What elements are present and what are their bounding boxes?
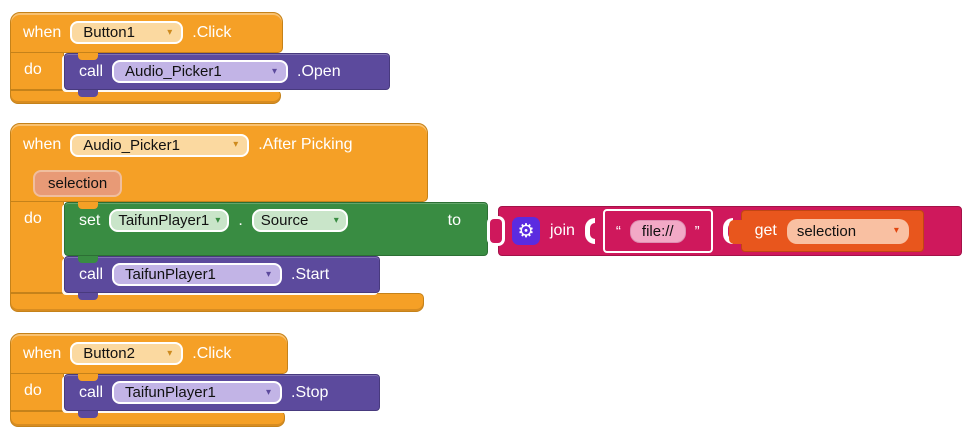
- do-label: do: [24, 61, 42, 78]
- get-label: get: [754, 222, 777, 239]
- call-audiopicker-open-block[interactable]: call Audio_Picker1 ▾ .Open: [64, 53, 390, 90]
- open-quote: “: [615, 222, 621, 240]
- text-string-block[interactable]: “ file:// ”: [602, 209, 713, 253]
- connector-tab: [78, 411, 98, 418]
- dropdown-arrow-icon: ▾: [271, 65, 278, 77]
- connector-tab: [78, 90, 98, 97]
- call-label: call: [79, 265, 104, 283]
- event-block-header[interactable]: when Button2 ▾ .Click: [10, 333, 288, 374]
- variable-dropdown-selection[interactable]: selection ▾: [786, 218, 909, 244]
- event-name: .Click: [192, 23, 232, 41]
- do-label: do: [24, 210, 42, 227]
- dropdown-arrow-icon: ▾: [233, 139, 239, 150]
- dropdown-value: TaifunPlayer1: [118, 212, 210, 229]
- do-slot-column: do: [10, 202, 64, 293]
- dropdown-arrow-icon: ▾: [265, 268, 272, 280]
- dropdown-arrow-icon: ▾: [333, 214, 339, 226]
- socket-cup: [584, 218, 595, 244]
- call-label: call: [79, 383, 104, 401]
- when-label: when: [23, 344, 62, 362]
- dropdown-value: Button1: [83, 24, 135, 41]
- dropdown-arrow-icon: ▾: [893, 225, 899, 236]
- dropdown-arrow-icon: ▾: [167, 26, 173, 38]
- component-dropdown-taifunplayer[interactable]: TaifunPlayer1 ▾: [112, 263, 283, 286]
- dropdown-value: Source: [260, 212, 309, 229]
- method-name: .Start: [291, 265, 330, 283]
- dropdown-arrow-icon: ▾: [215, 214, 221, 226]
- get-selection-block[interactable]: get selection ▾: [728, 210, 924, 252]
- component-dropdown-taifunplayer[interactable]: TaifunPlayer1 ▾: [109, 209, 230, 232]
- connector-tab: [78, 256, 98, 263]
- component-dropdown-taifunplayer[interactable]: TaifunPlayer1 ▾: [112, 381, 283, 404]
- component-dropdown-audiopicker[interactable]: Audio_Picker1 ▾: [70, 133, 250, 157]
- call-taifunplayer-start-block[interactable]: call TaifunPlayer1 ▾ .Start: [64, 256, 380, 293]
- event-name: .After Picking: [258, 136, 353, 153]
- dropdown-value: selection: [796, 222, 857, 240]
- text-string-input[interactable]: file://: [629, 219, 686, 243]
- dropdown-value: Audio_Picker1: [125, 63, 222, 80]
- close-quote: ”: [694, 222, 700, 240]
- do-slot-column: do: [10, 53, 64, 90]
- dropdown-arrow-icon: ▾: [167, 347, 173, 359]
- when-label: when: [23, 23, 62, 41]
- connector-tab: [78, 202, 98, 209]
- event-name: .Click: [192, 344, 232, 362]
- connector-tab: [78, 53, 98, 60]
- method-name: .Open: [297, 62, 341, 80]
- connector-tab: [78, 293, 98, 300]
- join-block[interactable]: ⚙ join “ file:// ” get selection ▾: [490, 206, 962, 256]
- to-label: to: [447, 211, 461, 229]
- dropdown-value: TaifunPlayer1: [125, 384, 216, 401]
- do-label: do: [24, 382, 42, 399]
- call-label: call: [79, 62, 104, 80]
- set-taifunplayer-source-block[interactable]: set TaifunPlayer1 ▾ . Source ▾ to: [64, 202, 488, 256]
- dot-separator: .: [238, 211, 243, 229]
- component-dropdown-button1[interactable]: Button1 ▾: [70, 21, 184, 44]
- do-slot-column: do: [10, 374, 64, 411]
- event-block-bottom: [10, 411, 285, 427]
- event-block-header[interactable]: when Button1 ▾ .Click: [10, 12, 283, 53]
- dropdown-value: Audio_Picker1: [83, 136, 180, 154]
- component-dropdown-audiopicker[interactable]: Audio_Picker1 ▾: [112, 60, 289, 83]
- set-label: set: [79, 211, 101, 229]
- call-taifunplayer-stop-block[interactable]: call TaifunPlayer1 ▾ .Stop: [64, 374, 380, 411]
- mutator-gear-icon[interactable]: ⚙: [512, 217, 540, 245]
- dropdown-arrow-icon: ▾: [265, 386, 272, 398]
- join-label: join: [550, 222, 575, 239]
- connector-tab: [78, 374, 98, 381]
- component-dropdown-button2[interactable]: Button2 ▾: [70, 342, 184, 365]
- event-param-selection[interactable]: selection: [33, 170, 123, 197]
- when-label: when: [23, 136, 62, 153]
- event-block-header[interactable]: when Audio_Picker1 ▾ .After Picking sele…: [10, 123, 428, 202]
- property-dropdown-source[interactable]: Source ▾: [251, 209, 348, 232]
- socket-cup: [722, 218, 733, 244]
- method-name: .Stop: [291, 383, 329, 401]
- dropdown-value: TaifunPlayer1: [125, 266, 216, 283]
- dropdown-value: Button2: [83, 345, 135, 362]
- event-block-bottom: [10, 90, 281, 104]
- event-block-bottom: [10, 293, 424, 312]
